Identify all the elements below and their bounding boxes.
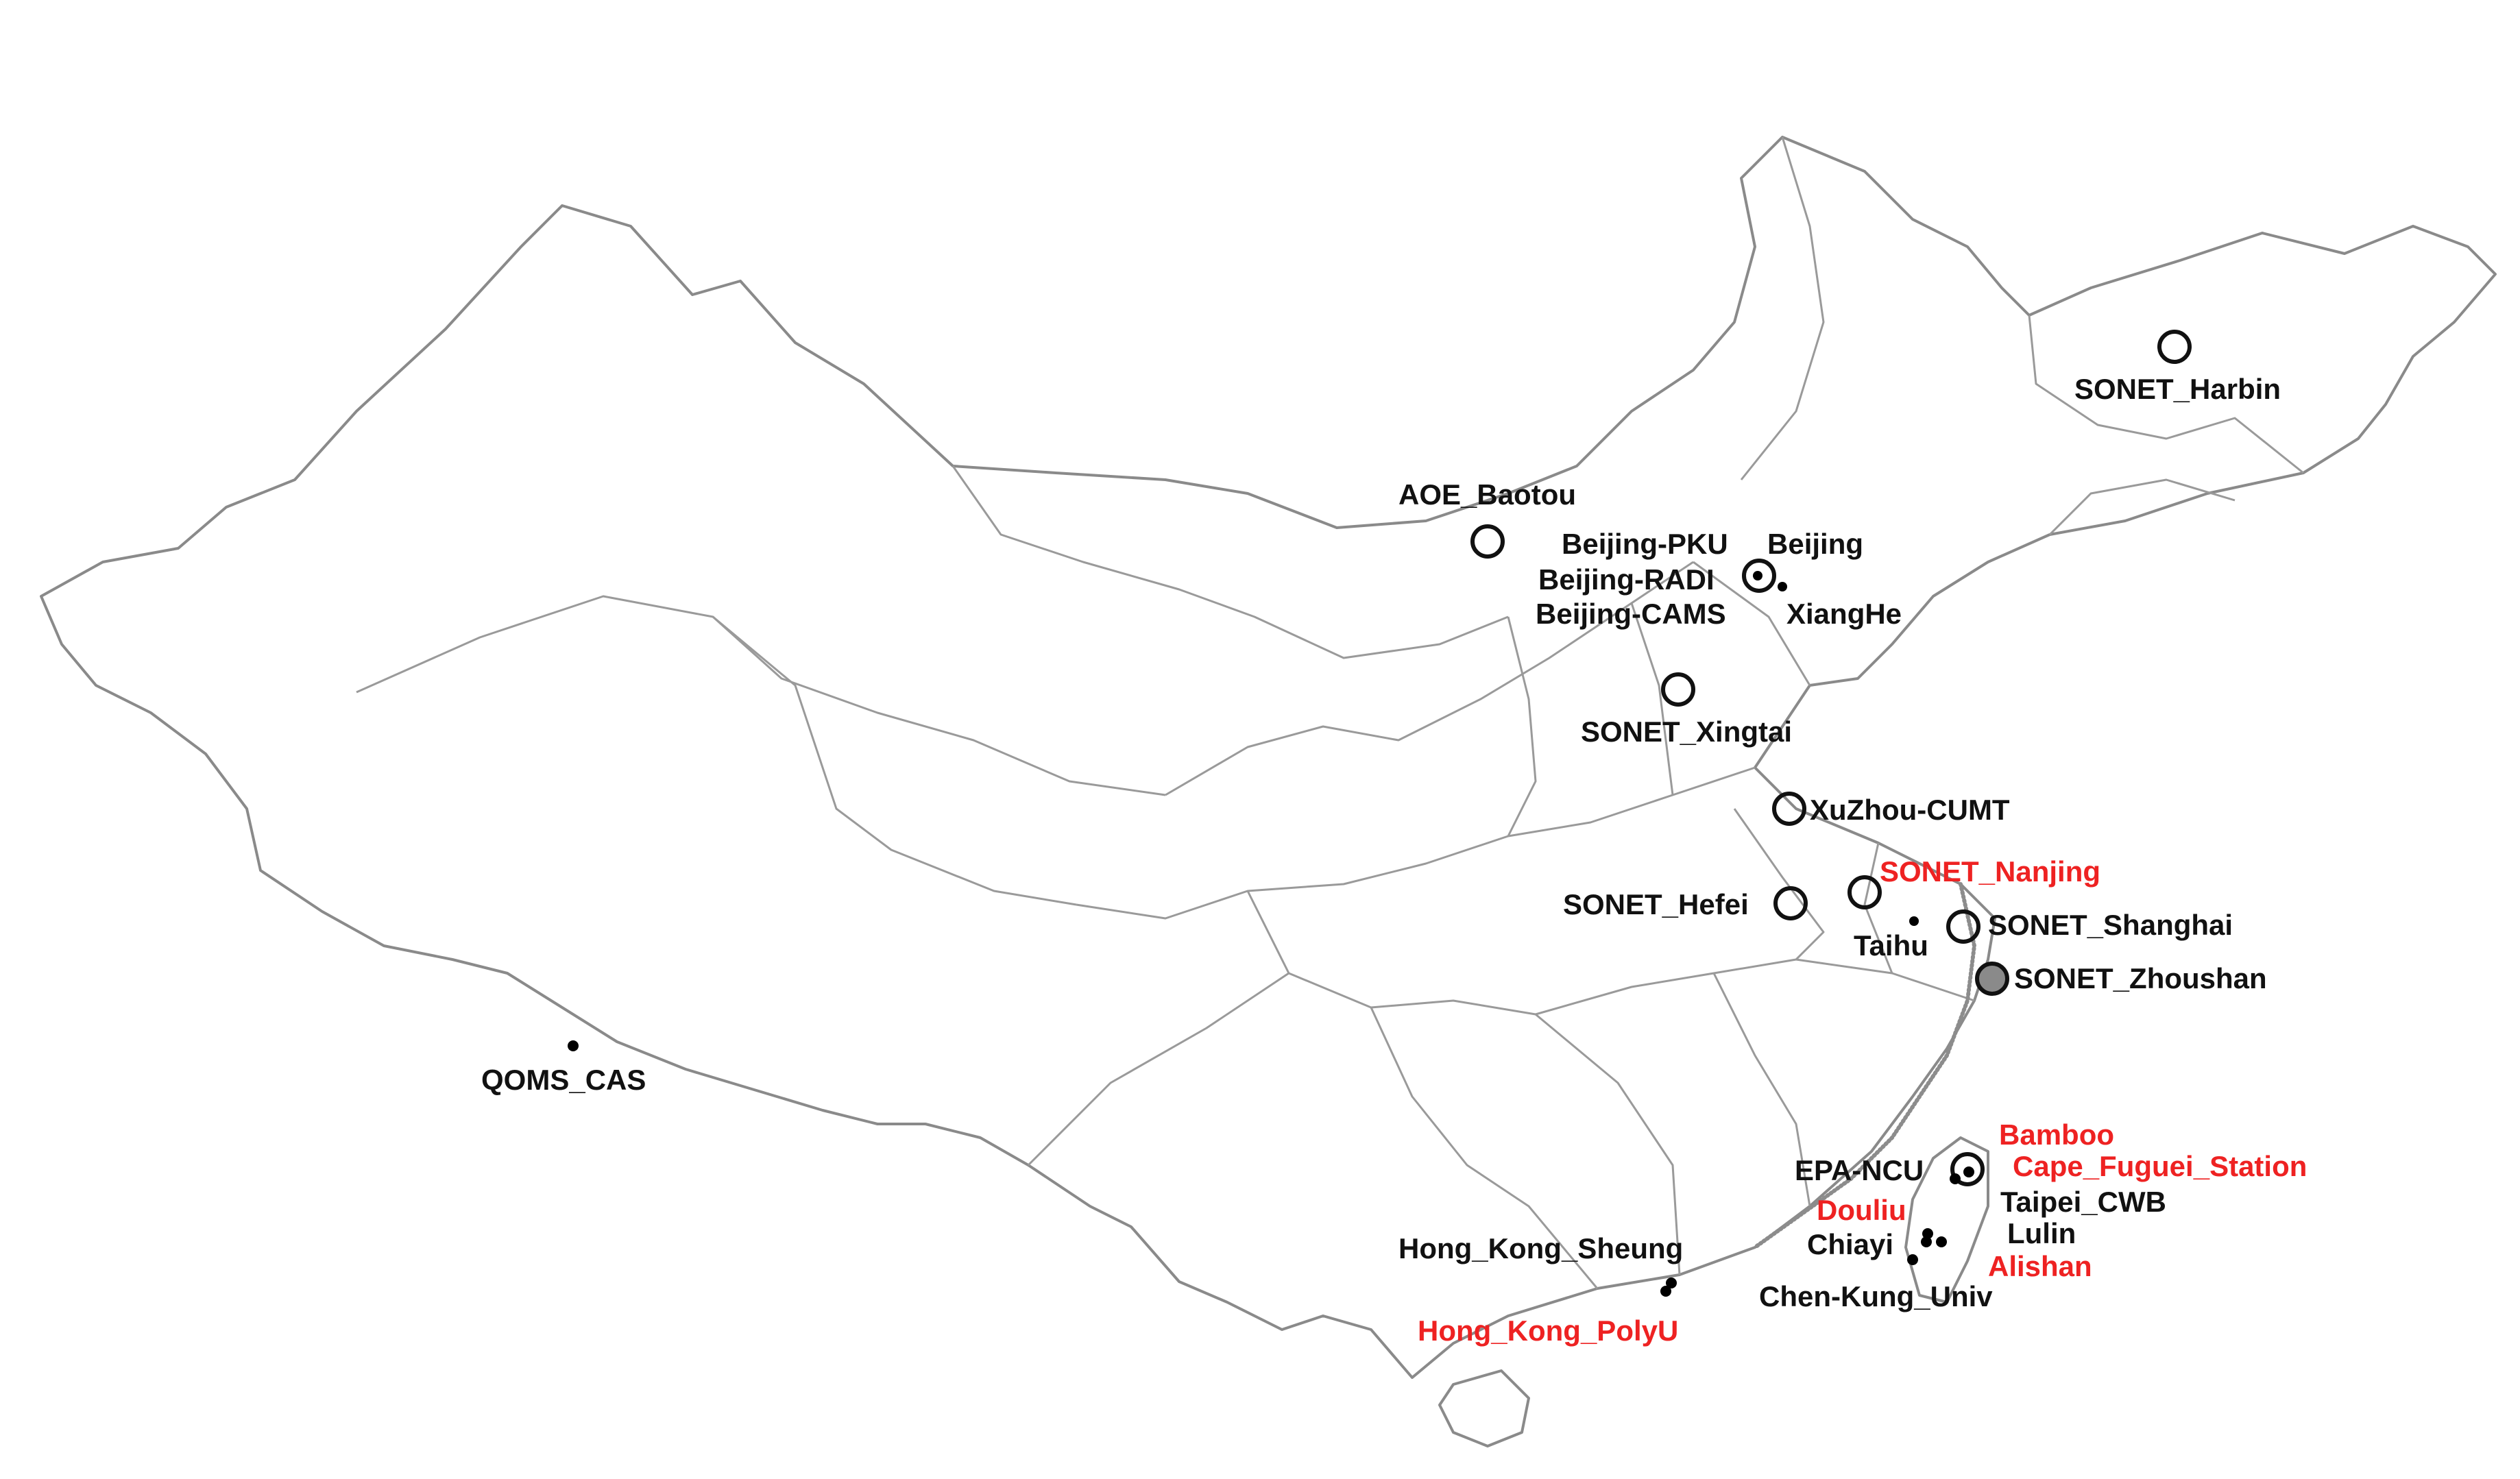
label-sonet-harbin: SONET_Harbin [2074, 373, 2281, 405]
marker-sonet-nanjing [1847, 875, 1882, 909]
label-taipei-cwb: Taipei_CWB [2000, 1186, 2166, 1218]
label-xuzhou-cumt: XuZhou-CUMT [1810, 794, 2010, 826]
marker-sonet-zhoushan [1975, 962, 2009, 996]
label-douliu: Douliu [1817, 1194, 1906, 1226]
label-chen-kung-univ: Chen-Kung_Univ [1759, 1280, 1993, 1312]
label-beijing-pku: Beijing-PKU [1562, 528, 1728, 560]
marker-beijing-pku [1742, 559, 1776, 593]
coastline [1753, 882, 1977, 1249]
marker-douliu [1922, 1228, 1933, 1239]
label-lulin: Lulin [2007, 1217, 2076, 1249]
province-borders [356, 136, 2304, 1289]
marker-sonet-hefei [1773, 886, 1808, 920]
marker-epa-ncu [1950, 1173, 1961, 1184]
marker-beijing [1753, 571, 1762, 580]
label-alishan: Alishan [1988, 1250, 2092, 1282]
label-beijing-radi: Beijing-RADI [1538, 563, 1715, 596]
label-taihu: Taihu [1854, 929, 1928, 962]
label-hong-kong-sheung: Hong_Kong_Sheung [1398, 1232, 1683, 1264]
label-beijing: Beijing [1767, 528, 1863, 560]
marker-hong-kong-sheung [1666, 1278, 1677, 1288]
marker-chen-kung-univ [1907, 1254, 1918, 1265]
label-sonet-shanghai: SONET_Shanghai [1988, 909, 2233, 941]
marker-xianghe [1778, 582, 1787, 591]
label-hong-kong-polyu: Hong_Kong_PolyU [1418, 1315, 1678, 1347]
marker-lulin [1936, 1236, 1947, 1247]
site-labels: SONET_Harbin AOE_Baotou Beijing-PKU Beij… [481, 373, 2307, 1347]
label-chiayi: Chiayi [1807, 1228, 1893, 1260]
marker-qoms-cas [568, 1040, 579, 1051]
label-aoe-baotou: AOE_Baotou [1398, 478, 1576, 511]
label-cape-fuguei: Cape_Fuguei_Station [2013, 1150, 2307, 1182]
label-sonet-nanjing: SONET_Nanjing [1880, 855, 2100, 888]
marker-sonet-shanghai [1946, 909, 1980, 944]
label-xianghe: XiangHe [1786, 598, 1902, 630]
label-beijing-cams: Beijing-CAMS [1536, 598, 1726, 630]
marker-xuzhou-cumt [1772, 792, 1806, 826]
marker-sonet-xingtai [1661, 672, 1695, 707]
site-markers [568, 330, 2192, 1297]
label-sonet-hefei: SONET_Hefei [1563, 888, 1749, 920]
marker-taihu [1909, 916, 1919, 926]
marker-sonet-harbin [2157, 330, 2192, 364]
label-bamboo: Bamboo [1999, 1119, 2114, 1151]
marker-bamboo [1963, 1166, 1974, 1177]
marker-taipei-cwb [1950, 1152, 1985, 1186]
marker-chiayi [1921, 1236, 1932, 1247]
marker-hong-kong-polyu [1660, 1286, 1671, 1297]
label-sonet-zhoushan: SONET_Zhoushan [2014, 962, 2267, 994]
label-qoms-cas: QOMS_CAS [481, 1064, 646, 1096]
country-outline [40, 136, 2497, 1447]
label-epa-ncu: EPA-NCU [1795, 1154, 1924, 1186]
label-sonet-xingtai: SONET_Xingtai [1581, 716, 1792, 748]
marker-aoe-baotou [1470, 524, 1505, 559]
